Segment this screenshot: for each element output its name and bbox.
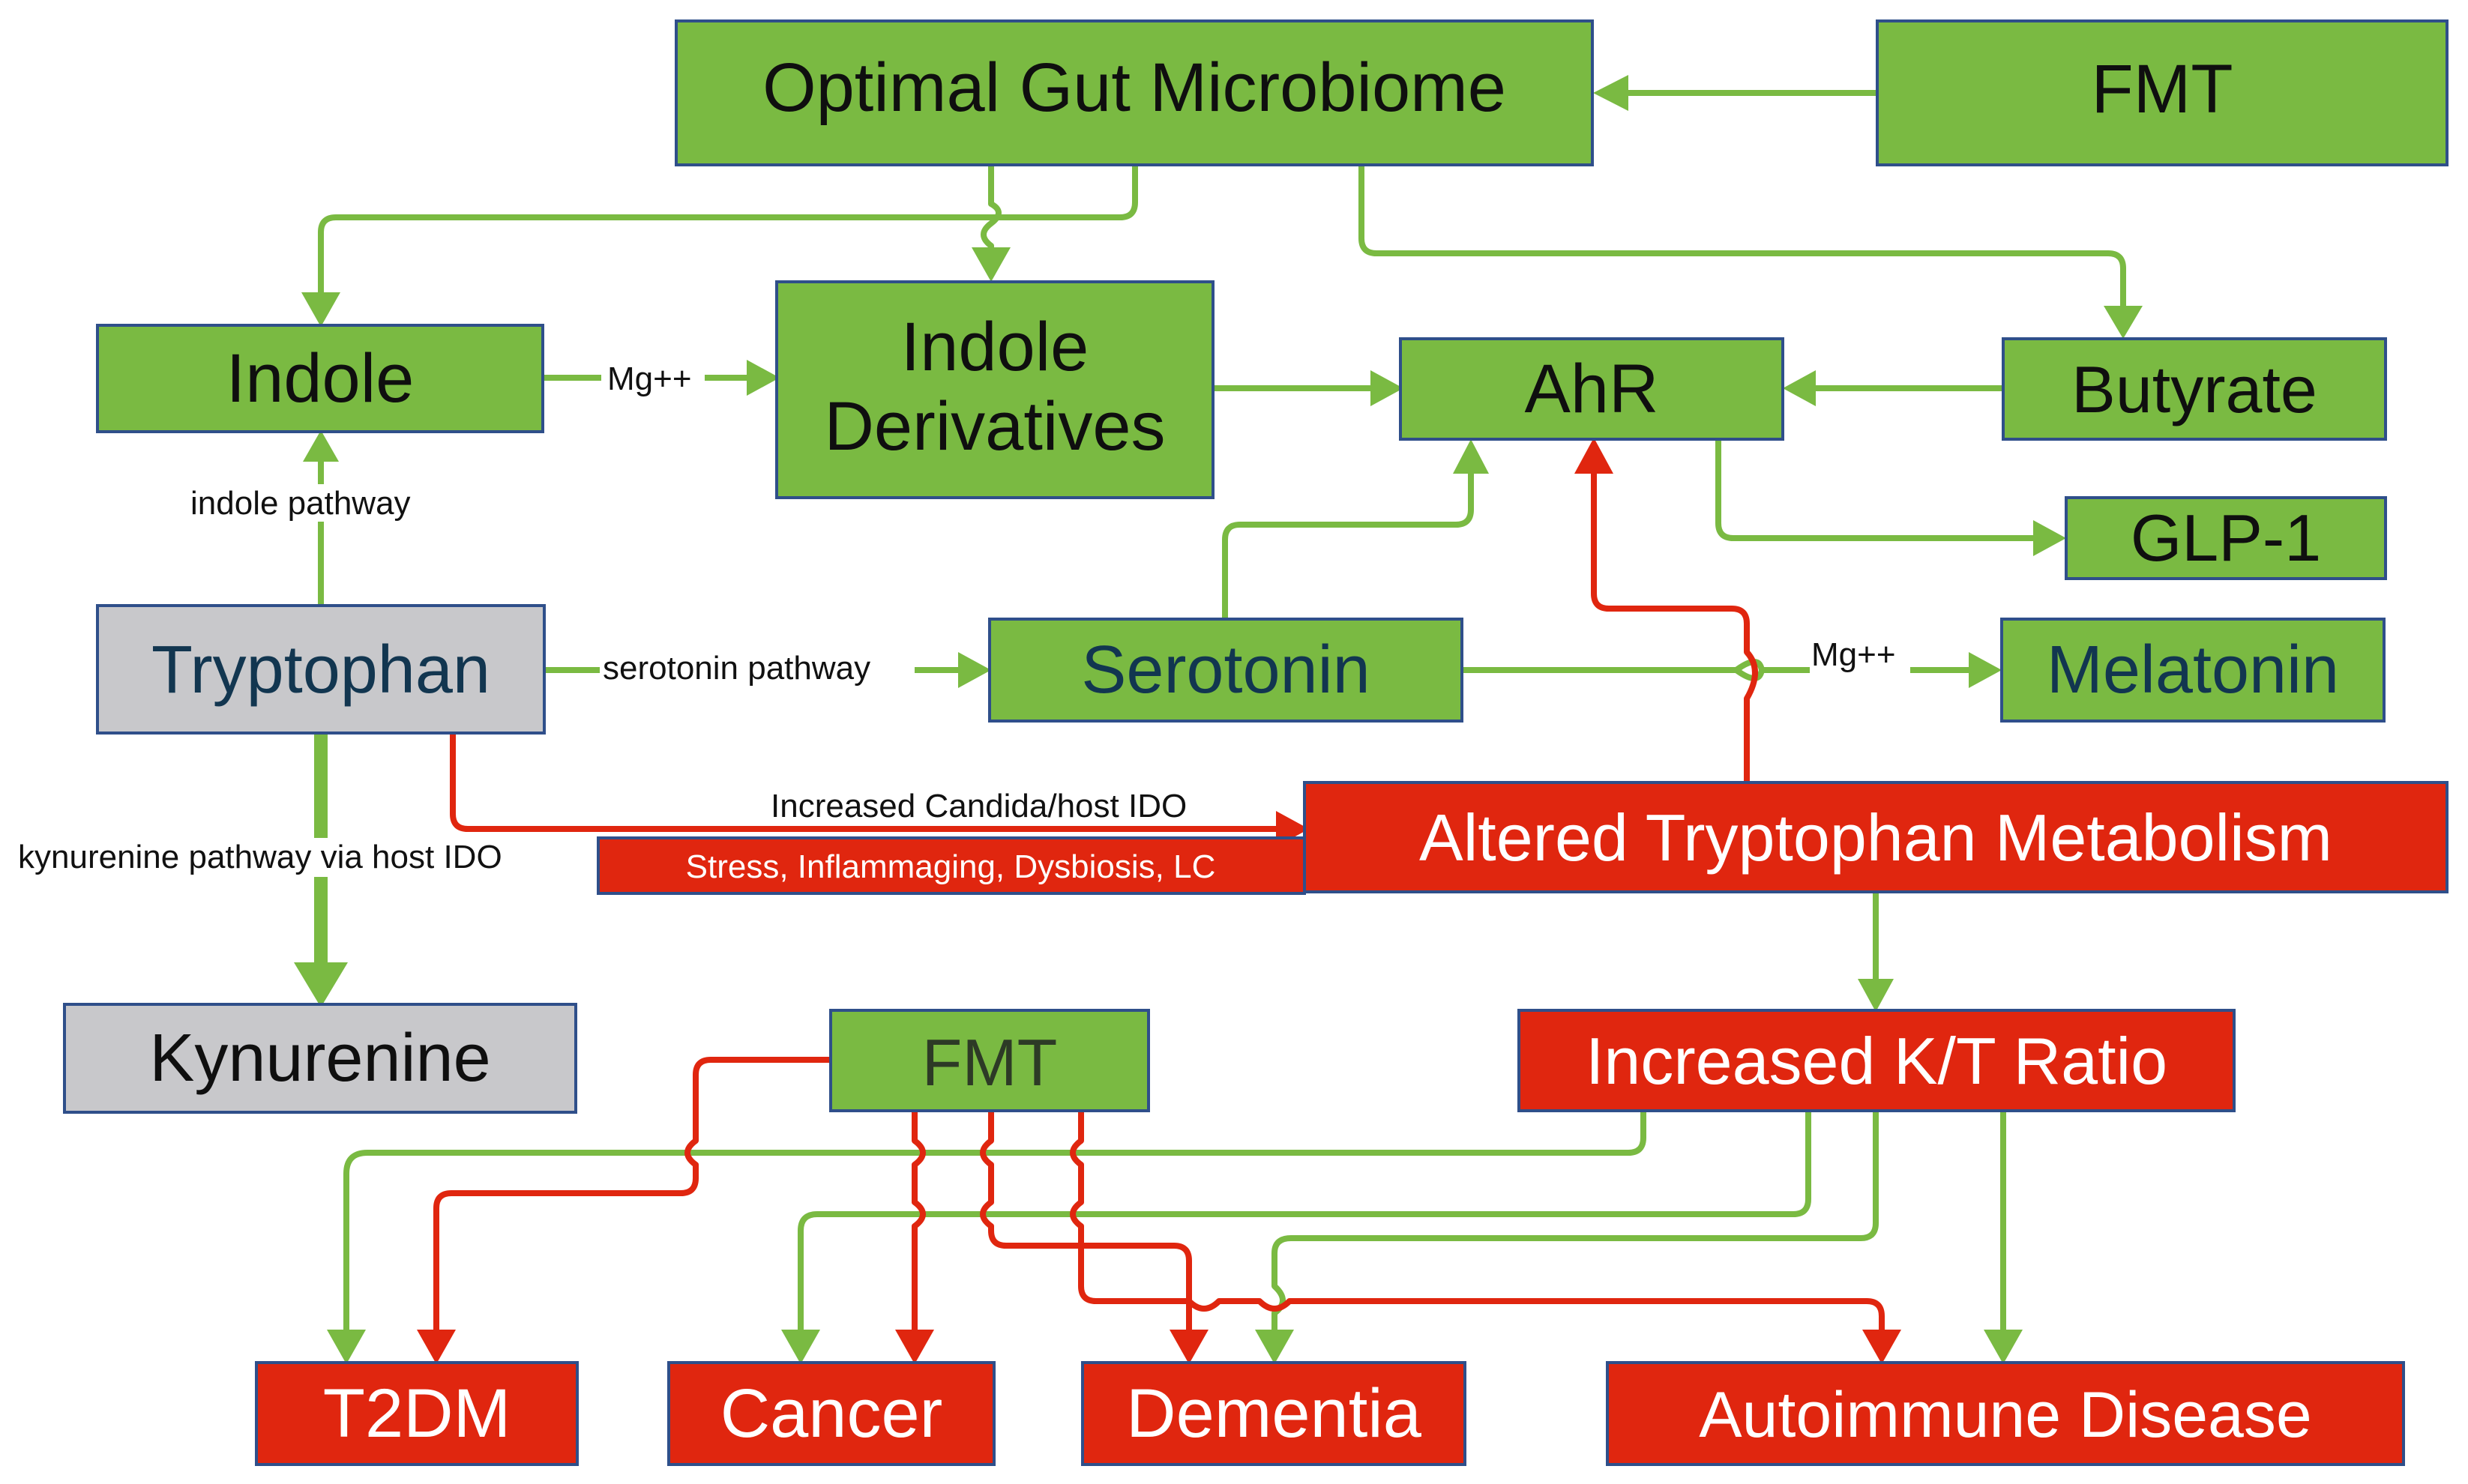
label-kynurenine-pathway: kynurenine pathway via host IDO [18,839,502,875]
node-tryptophan-label: Tryptophan [151,633,490,708]
arrowhead-tryptophan-to-indole [303,430,339,462]
arrowhead-tryptophan-to-serotonin [958,652,991,688]
node-fmt-bottom: FMT [829,1009,1150,1112]
arrowhead-altered-metabolism-to-kt-ratio [1858,979,1894,1012]
arrowhead-kt-ratio-to-dementia [1255,1330,1294,1364]
edge-fmt-to-cancer [912,1111,926,1331]
node-altered-tryptophan-metabolism-label: Altered Tryptophan Metabolism [1419,800,2332,875]
label-bg-indole-pathway [186,484,453,522]
node-fmt-top: FMT [1876,19,2449,166]
node-glp1-label: GLP-1 [2131,501,2321,575]
node-ahr-label: AhR [1525,351,1659,427]
node-stress-box: Stress, Inflammaging, Dysbiosis, LC [597,836,1306,895]
node-serotonin-label: Serotonin [1081,633,1370,708]
edge-kt-ratio-to-dementia [1271,1111,1879,1331]
node-indole-label: Indole [226,340,415,417]
label-serotonin-pathway: serotonin pathway [603,650,870,687]
node-kynurenine: Kynurenine [63,1003,577,1114]
node-indole-derivatives-line1: Indole [901,309,1089,385]
node-optimal-gut-microbiome: Optimal Gut Microbiome [675,19,1594,166]
node-increased-kt-ratio: Increased K/T Ratio [1517,1009,2236,1112]
connectors [294,75,2143,1364]
edge-microbiome-to-butyrate [1358,165,2126,307]
node-ahr: AhR [1399,337,1784,441]
arrowhead-fmt-to-microbiome [1593,75,1628,111]
label-bg-mg-indole [601,361,705,396]
label-mg-indole: Mg++ [607,361,692,397]
node-optimal-gut-microbiome-label: Optimal Gut Microbiome [762,49,1506,126]
arrowhead-serotonin-to-ahr [1453,439,1489,474]
arrowhead-indole-derivatives-to-ahr [1370,370,1403,406]
edge-tryptophan-to-altered-metabolism [450,732,1276,832]
nodes: Optimal Gut Microbiome FMT Indole Indole… [63,19,2449,1466]
edge-fmt-to-t2dm [433,1057,832,1331]
arrowhead-microbiome-to-butyrate [2104,306,2143,339]
node-serotonin: Serotonin [988,618,1463,723]
edge-serotonin-to-ahr [1222,471,1474,619]
arrowhead-tryptophan-to-kynurenine [294,962,348,1007]
node-cancer: Cancer [667,1361,996,1466]
arrowhead-kt-ratio-to-t2dm [327,1330,366,1364]
label-indole-pathway: indole pathway [190,485,411,522]
arrowhead-fmt-to-dementia [1170,1330,1209,1364]
node-fmt-bottom-label: FMT [922,1025,1058,1100]
edge-kt-ratio-to-t2dm [343,1111,1646,1331]
edge-fmt-to-dementia [980,1111,1192,1331]
node-kynurenine-label: Kynurenine [149,1021,490,1096]
node-autoimmune-disease-label: Autoimmune Disease [1699,1379,2311,1451]
label-bg-kynurenine-pathway [15,838,582,877]
label-bg-serotonin-pathway [600,651,915,688]
arrowhead-fmt-to-autoimmune [1862,1330,1901,1364]
node-stress-box-label: Stress, Inflammaging, Dysbiosis, LC [686,848,1216,885]
edge-ahr-to-glp1 [1715,441,2033,541]
edge-microbiome-to-indole [318,165,1138,294]
edge-altered-metabolism-to-ahr [1591,474,1758,782]
label-candida-ido: Increased Candida/host IDO [771,788,1187,824]
label-mg-melatonin: Mg++ [1811,636,1896,673]
arrowhead-altered-metabolism-to-ahr [1574,438,1613,474]
node-altered-tryptophan-metabolism: Altered Tryptophan Metabolism [1303,781,2449,893]
node-indole: Indole [96,324,544,433]
arrowhead-fmt-to-t2dm [417,1330,456,1364]
node-butyrate: Butyrate [2002,337,2387,441]
node-increased-kt-ratio-label: Increased K/T Ratio [1586,1024,2167,1098]
arrowhead-microbiome-to-indole-derivatives [972,247,1011,282]
edge-kt-ratio-to-cancer [798,1111,1811,1331]
arrowhead-kt-ratio-to-autoimmune [1984,1330,2023,1364]
node-indole-derivatives-line2: Derivatives [824,388,1165,465]
node-melatonin: Melatonin [2000,618,2386,723]
node-cancer-label: Cancer [720,1375,943,1452]
node-glp1: GLP-1 [2065,496,2387,580]
node-fmt-top-label: FMT [2091,51,2233,127]
node-dementia: Dementia [1081,1361,1466,1466]
label-bg-mg-melatonin [1810,639,1910,675]
arrowhead-serotonin-to-melatonin [1969,652,2002,688]
arrowhead-indole-to-indole-derivatives [747,360,780,396]
node-indole-derivatives: Indole Derivatives [775,280,1215,499]
node-butyrate-label: Butyrate [2071,352,2317,426]
node-t2dm: T2DM [255,1361,579,1466]
arrowhead-microbiome-to-indole [301,292,340,327]
node-melatonin-label: Melatonin [2047,633,2339,708]
arrowhead-butyrate-to-ahr [1783,370,1816,406]
node-t2dm-label: T2DM [323,1375,511,1452]
edge-fmt-to-autoimmune [1070,1111,1885,1331]
node-autoimmune-disease: Autoimmune Disease [1606,1361,2405,1466]
arrowhead-ahr-to-glp1 [2033,520,2066,556]
node-dementia-label: Dementia [1126,1375,1422,1452]
edge-labels: Mg++ indole pathway serotonin pathway Mg… [15,361,1910,877]
edge-microbiome-to-indole-derivatives [981,165,1002,249]
arrowhead-kt-ratio-to-cancer [781,1330,820,1364]
arrowhead-fmt-to-cancer [895,1330,934,1364]
node-tryptophan: Tryptophan [96,604,546,735]
